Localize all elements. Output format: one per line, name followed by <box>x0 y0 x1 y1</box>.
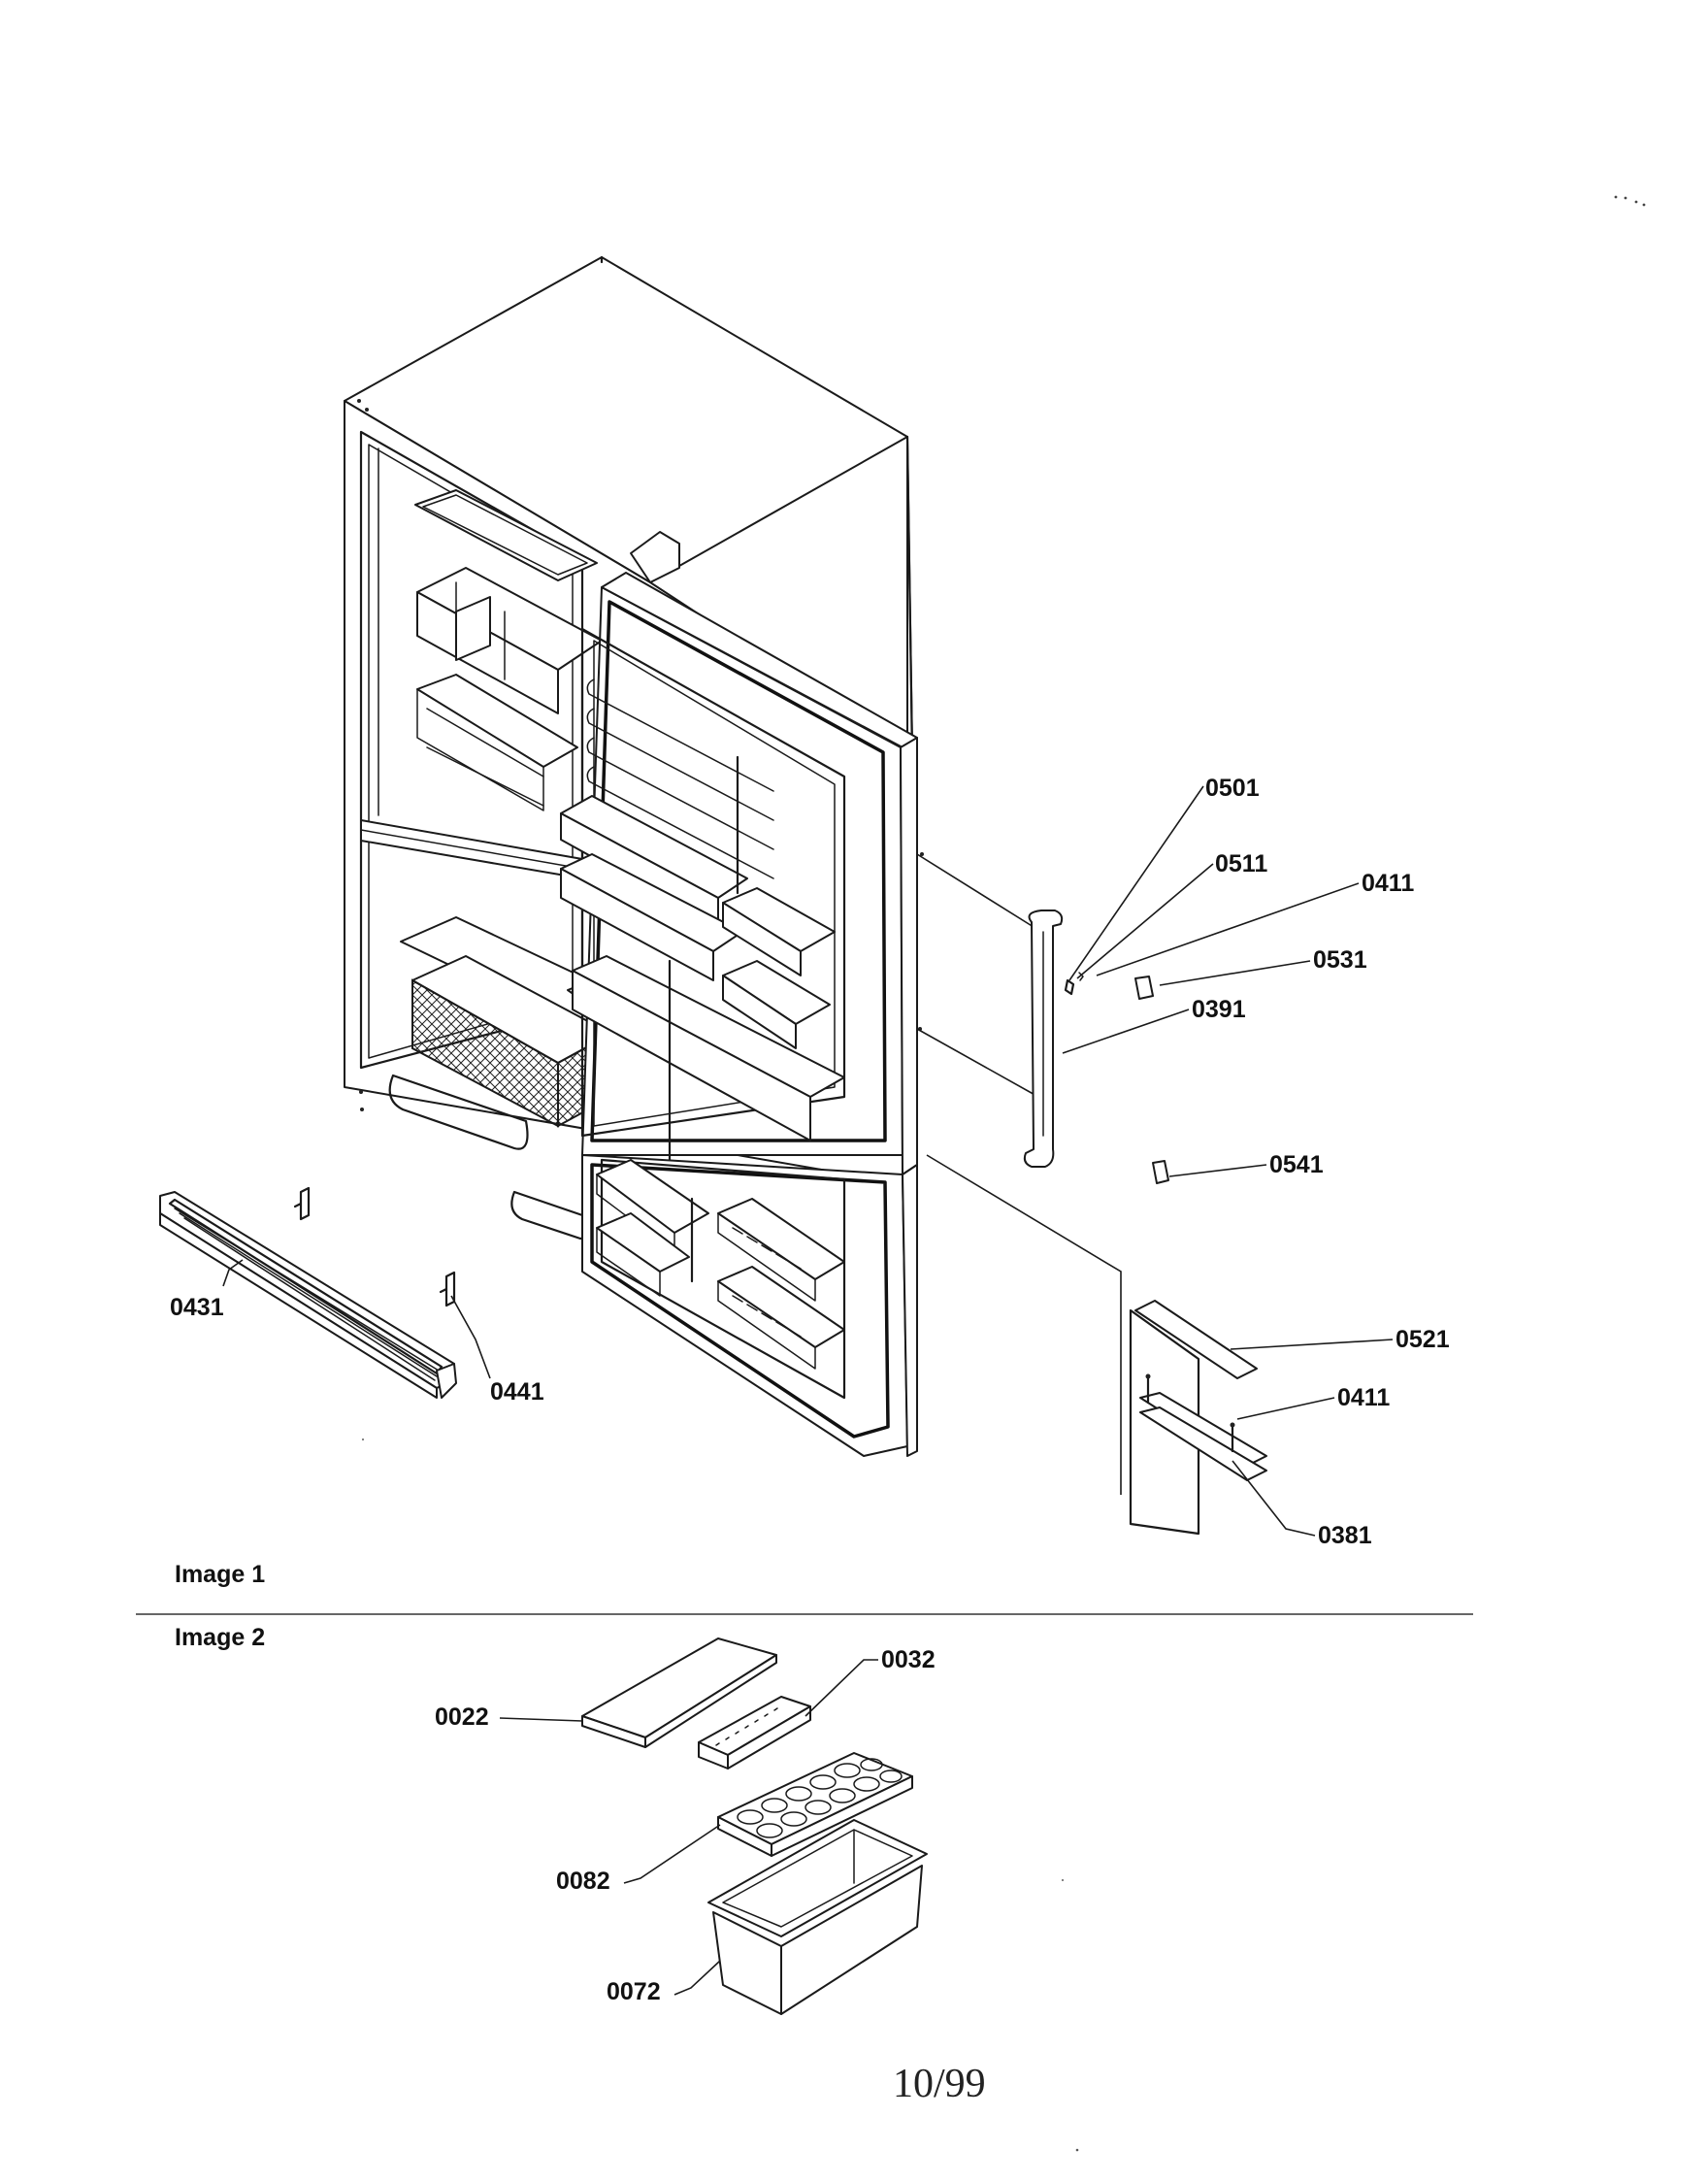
callout-0431: 0431 <box>170 1294 224 1321</box>
callout-0531: 0531 <box>1313 946 1367 974</box>
tray-0032 <box>698 1696 811 1770</box>
egg-tray-0082 <box>717 1752 913 1857</box>
callout-0022: 0022 <box>435 1703 489 1731</box>
callout-0511: 0511 <box>1215 850 1267 877</box>
stray-marks <box>1614 195 1646 207</box>
section-label-image-1: Image 1 <box>175 1561 265 1588</box>
callout-0441: 0441 <box>490 1378 544 1406</box>
callouts-image-2: 0022 0032 0082 0072 <box>435 1646 936 2005</box>
front-grille-0431 <box>159 1186 457 1399</box>
callout-0411-upper: 0411 <box>1362 870 1414 897</box>
freezer-door <box>581 1154 918 1457</box>
fridge-shelves <box>414 489 603 811</box>
callout-0082: 0082 <box>556 1868 610 1895</box>
assembly-lines <box>916 853 1122 1495</box>
callout-0381: 0381 <box>1318 1522 1372 1549</box>
door-handle-0381 <box>1129 1300 1267 1536</box>
shelf-0022 <box>581 1637 777 1748</box>
callout-0541: 0541 <box>1269 1151 1324 1178</box>
callout-0072: 0072 <box>607 1978 661 2005</box>
callout-0391: 0391 <box>1192 996 1246 1023</box>
page-date-footer: 10/99 <box>893 2062 986 2106</box>
callout-0411-lower: 0411 <box>1337 1384 1390 1411</box>
callout-0521: 0521 <box>1396 1326 1450 1353</box>
bin-0072 <box>707 1819 928 2015</box>
callout-0032: 0032 <box>881 1646 936 1673</box>
callouts-image-1: 0501 0511 0411 0531 0391 0541 0521 0411 … <box>170 775 1450 1549</box>
callout-0501: 0501 <box>1205 775 1260 802</box>
door-handle-0391 <box>1023 910 1169 1184</box>
section-label-image-2: Image 2 <box>175 1624 265 1651</box>
refrigerator-door <box>560 531 918 1186</box>
